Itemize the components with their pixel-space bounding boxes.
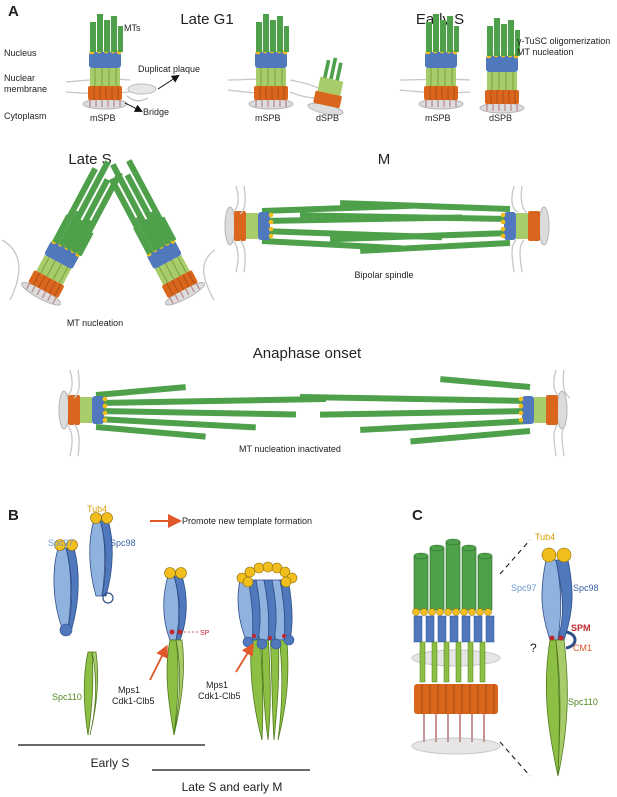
label-mps1-1: Mps1 — [118, 685, 140, 695]
label-mspb-2: mSPB — [255, 113, 281, 123]
label-spm: SPM — [571, 623, 591, 633]
label-cdk1-1: Cdk1-Clb5 — [112, 696, 155, 706]
label-spc97-b: Spc97 — [48, 538, 74, 548]
label-bipolar-spindle: Bipolar spindle — [354, 270, 413, 280]
label-spc97-c: Spc97 — [511, 583, 537, 593]
zoomed-tusc-spc110 — [541, 547, 577, 777]
panel-label-a: A — [8, 3, 19, 20]
label-tub4-c: Tub4 — [535, 532, 555, 542]
stage-anaphase-onset: Anaphase onset — [253, 345, 362, 362]
label-mts: MTs — [124, 23, 141, 33]
label-sp: SP — [200, 630, 210, 637]
mspb-early-s — [418, 13, 464, 110]
stage-late-g1: Late G1 — [180, 11, 233, 28]
arrow-bridge — [124, 102, 143, 112]
tusc-ring-oligomer — [236, 561, 298, 741]
label-early-s-b: Early S — [91, 756, 130, 770]
panel-label-b: B — [8, 507, 19, 524]
spb-core-cylinders — [411, 538, 501, 755]
label-mt-nucleation-top: MT nucleation — [517, 47, 573, 57]
label-spc110-b: Spc110 — [52, 692, 82, 702]
dspb-early-s — [479, 17, 525, 114]
label-cdk1-2: Cdk1-Clb5 — [198, 691, 241, 701]
label-spc98-c: Spc98 — [573, 583, 599, 593]
label-mspb-1: mSPB — [90, 113, 116, 123]
label-spc110-c: Spc110 — [568, 697, 598, 707]
stage-late-s: Late S — [68, 151, 111, 168]
label-late-s-early-m: Late S and early M — [182, 780, 283, 794]
label-mt-nucleation-inactivated: MT nucleation inactivated — [239, 444, 341, 454]
anaphase-spindle — [58, 369, 571, 457]
arrow-duplicat-plaque — [157, 74, 180, 90]
m-spindle — [224, 185, 550, 273]
label-gamma-tusc: γ-TuSC oligomerization — [517, 36, 610, 46]
label-dspb-2: dSPB — [316, 113, 339, 123]
label-mspb-3: mSPB — [425, 113, 451, 123]
dspb-early — [307, 57, 344, 116]
bridge-shape — [126, 95, 149, 102]
kinase-arrow-2 — [235, 642, 254, 673]
label-duplicat-plaque: Duplicat plaque — [138, 64, 200, 74]
label-question: ? — [530, 641, 537, 655]
label-spc98-b: Spc98 — [110, 538, 136, 548]
spc110-free-strand — [89, 651, 99, 736]
label-bridge: Bridge — [143, 107, 169, 117]
panel-label-c: C — [412, 507, 423, 524]
gamma-tusc-free-1 — [53, 539, 79, 637]
stage-m: M — [378, 151, 391, 168]
label-dspb-3: dSPB — [489, 113, 512, 123]
label-membrane: membrane — [4, 84, 47, 94]
legend-promote-template: Promote new template formation — [182, 516, 312, 526]
label-mt-nucleation-late-s: MT nucleation — [67, 318, 123, 328]
spc110-bound-tusc — [163, 567, 187, 736]
label-mps1-2: Mps1 — [206, 680, 228, 690]
label-nucleus: Nucleus — [4, 48, 37, 58]
kinase-arrow-1 — [149, 644, 168, 681]
gamma-tusc-free-2 — [89, 512, 114, 604]
duplicate-plaque-shape — [127, 83, 157, 95]
label-nuclear: Nuclear — [4, 73, 35, 83]
mspb-early — [248, 13, 294, 110]
spc110-free — [83, 651, 94, 736]
label-cytoplasm: Cytoplasm — [4, 111, 47, 121]
zoom-line-top — [499, 539, 531, 575]
late-s-spindle — [1, 159, 216, 310]
label-cm1: CM1 — [573, 643, 592, 653]
label-tub4-b: Tub4 — [87, 504, 107, 514]
zoom-line-bottom — [499, 741, 531, 777]
spb-late-g1 — [82, 13, 128, 110]
